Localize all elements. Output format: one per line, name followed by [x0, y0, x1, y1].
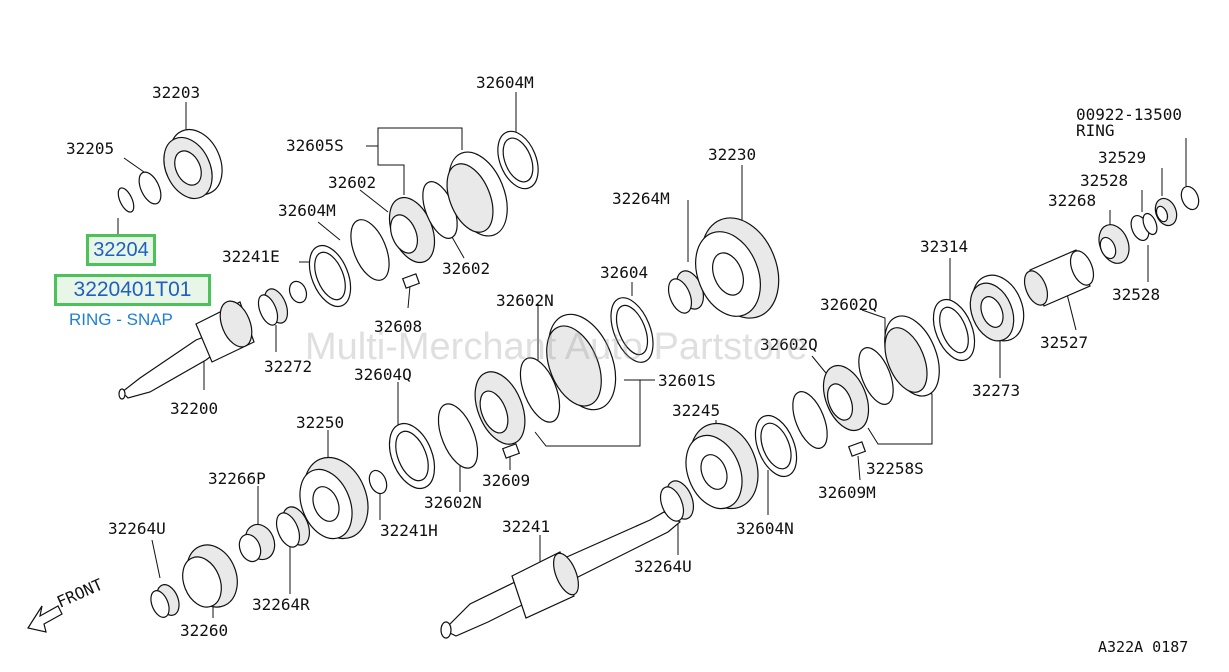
mainshaft-32241 — [440, 511, 682, 639]
label-32268: 32268 — [1048, 191, 1096, 210]
ring-32314 — [932, 298, 976, 362]
label-32609: 32609 — [482, 471, 530, 490]
label-32602N-a: 32602N — [496, 291, 554, 310]
label-32602-b: 32602 — [442, 259, 490, 278]
label-32527: 32527 — [1040, 333, 1088, 352]
spring-32602N-a — [519, 357, 561, 423]
spring-32602N-b — [437, 403, 479, 469]
needle-bearing-32272 — [257, 288, 289, 326]
label-32528-b: 32528 — [1112, 285, 1160, 304]
baulk-ring-32604 — [610, 297, 654, 363]
label-32528-a: 32528 — [1080, 171, 1128, 190]
label-32200: 32200 — [170, 399, 218, 418]
label-32203: 32203 — [152, 83, 200, 102]
nut-32529 — [1154, 197, 1178, 227]
synchro-hub-upper — [388, 196, 436, 264]
label-front: FRONT — [54, 575, 106, 612]
highlighted-part-code[interactable]: 3220401T01 — [54, 274, 211, 306]
bearing-32273 — [969, 274, 1025, 342]
synchro-hub-middle — [474, 371, 526, 445]
coupling-sleeve-32258S — [884, 315, 940, 397]
label-32314: 32314 — [920, 237, 968, 256]
label-32264U-right: 32264U — [634, 557, 692, 576]
label-32601S: 32601S — [658, 371, 716, 390]
baulk-ring-32604Q — [388, 422, 436, 490]
insert-32608 — [401, 273, 421, 289]
snap-ring-32204 — [117, 187, 135, 213]
spring-32602 — [350, 219, 390, 281]
label-32266P: 32266P — [208, 469, 266, 488]
label-32602Q-b: 32602Q — [820, 295, 878, 314]
label-32273: 32273 — [972, 381, 1020, 400]
label-32609M: 32609M — [818, 483, 876, 502]
synchro-hub-lower — [822, 364, 870, 432]
label-32602Q-a: 32602Q — [760, 335, 818, 354]
label-32604Q: 32604Q — [354, 365, 412, 384]
label-32605S: 32605S — [286, 136, 344, 155]
main-drive-shaft — [118, 300, 255, 400]
front-arrow-icon — [27, 605, 63, 633]
gear-32245 — [685, 422, 759, 510]
label-32245: 32245 — [672, 401, 720, 420]
label-32602-a: 32602 — [328, 173, 376, 192]
spring-32602Q-b — [858, 347, 894, 405]
label-32241: 32241 — [502, 517, 550, 536]
label-ring: RING — [1076, 121, 1115, 140]
label-32205: 32205 — [66, 139, 114, 158]
insert-32609 — [501, 443, 521, 459]
label-32258S: 32258S — [866, 459, 924, 478]
baulk-ring-32604M-left — [308, 244, 352, 308]
label-32529: 32529 — [1098, 148, 1146, 167]
watermark-text: Multi-Merchant Auto Partstore — [305, 326, 808, 368]
label-32264R: 32264R — [252, 595, 310, 614]
bearing-32268 — [1098, 224, 1130, 264]
baulk-ring-32604N — [754, 414, 798, 478]
gear-32230 — [695, 217, 780, 319]
spring-32602Q-a — [792, 391, 828, 449]
needle-bearing-32264U-right — [659, 480, 695, 522]
label-32272: 32272 — [264, 357, 312, 376]
label-32250: 32250 — [296, 413, 344, 432]
gear-32260 — [182, 544, 238, 608]
washer-32205 — [138, 171, 162, 205]
needle-bearing-32264M — [667, 270, 705, 314]
needle-bearing-32264R — [275, 506, 311, 548]
label-32604M-top: 32604M — [476, 73, 534, 92]
label-00922-13500: 00922-13500 — [1076, 105, 1182, 124]
part-labels: 32203 32205 32604M 32605S 32602 32604M 3… — [54, 73, 1182, 640]
highlighted-part-number[interactable]: 32204 — [86, 234, 156, 266]
label-32604M-left: 32604M — [278, 201, 336, 220]
baulk-ring-32604M-top — [497, 130, 539, 190]
label-32264M: 32264M — [612, 189, 670, 208]
bearing-32203 — [163, 128, 223, 200]
gear-32250 — [299, 456, 369, 540]
label-32241H: 32241H — [380, 521, 438, 540]
needle-bearing-32264U-left — [150, 584, 180, 618]
bushing-32266P — [238, 523, 276, 563]
label-32602N-b: 32602N — [424, 493, 482, 512]
coupling-sleeve-32601S — [546, 313, 617, 411]
label-32241E: 32241E — [222, 247, 280, 266]
label-32604: 32604 — [600, 263, 648, 282]
part-description: RING - SNAP — [69, 310, 173, 329]
figure-code: A322A 0187 — [1098, 638, 1189, 656]
label-32230: 32230 — [708, 145, 756, 164]
insert-32609M — [847, 441, 867, 457]
coupling-sleeve-32605S — [446, 151, 508, 237]
label-32260: 32260 — [180, 621, 228, 640]
sleeve-32527 — [1023, 249, 1095, 307]
ring-32241E — [288, 280, 308, 304]
ring-00922-13500 — [1180, 185, 1200, 211]
washer-32528-b — [1142, 212, 1158, 236]
label-32604N: 32604N — [736, 519, 794, 538]
label-32264U-left: 32264U — [108, 519, 166, 538]
ring-32241H — [368, 469, 388, 495]
label-32608: 32608 — [374, 317, 422, 336]
